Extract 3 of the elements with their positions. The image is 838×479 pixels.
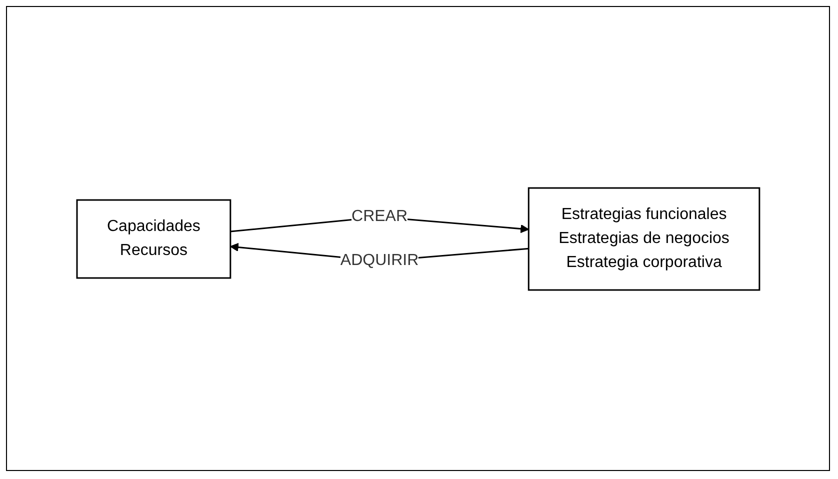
frame-border: CREAR ADQUIRIR Capacidades Recursos Estrategias funcionales Estrategias de negocios Estrategia corporativa [6, 6, 830, 471]
node-box [76, 198, 231, 278]
node-box [528, 186, 760, 290]
